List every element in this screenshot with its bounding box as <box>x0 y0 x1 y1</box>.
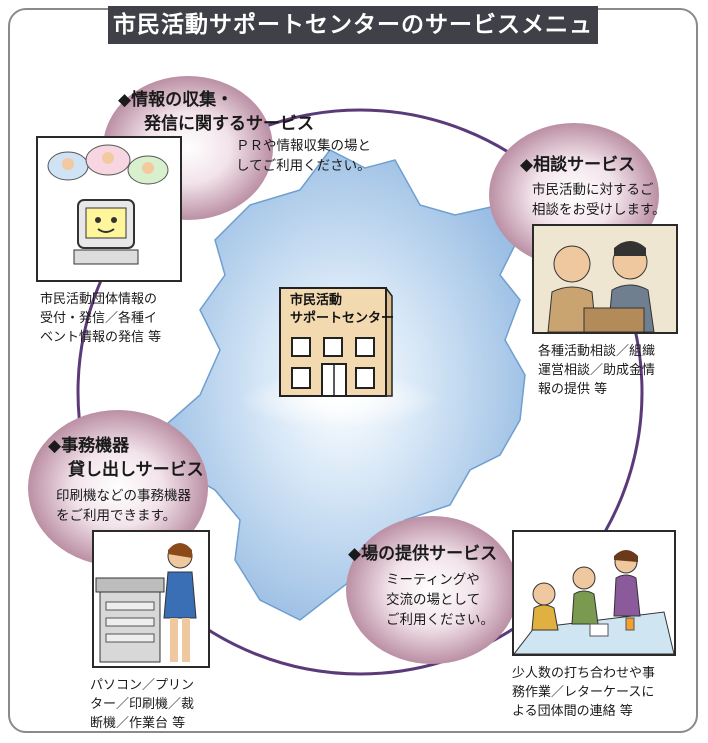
service-heading-info: ◆情報の収集・ 発信に関するサービス <box>118 88 314 136</box>
desc-line: 交流の場として <box>386 592 481 608</box>
desc-line: 相談をお受けします。 <box>532 202 666 218</box>
caption-line: 運営相談／助成金情 <box>538 363 656 378</box>
page-title: 市民活動サポートセンターのサービスメニュー <box>108 6 598 76</box>
meeting-people-icon <box>514 550 674 654</box>
desc-line: 市民活動に対するご <box>532 182 654 198</box>
illustration-equipment <box>92 530 210 668</box>
service-desc-consult: 市民活動に対するご 相談をお受けします。 <box>532 180 666 220</box>
caption-line: 報の提供 等 <box>538 382 608 397</box>
desc-line: 印刷機などの事務機器 <box>56 488 191 504</box>
desc-line: をご利用できます。 <box>56 508 177 524</box>
bubble-place <box>346 516 518 664</box>
heading-line: ◆場の提供サービス <box>348 544 498 564</box>
center-label-line: 市民活動 <box>290 293 343 308</box>
consultation-people-icon <box>534 226 676 332</box>
copier-staff-icon <box>95 543 197 663</box>
desc-line: ミーティングや <box>386 572 480 588</box>
service-heading-consult: ◆相談サービス <box>520 153 635 177</box>
heading-line: ◆事務機器 <box>48 436 130 456</box>
building-icon <box>279 287 393 397</box>
illustration-info <box>36 136 182 282</box>
illustration-place <box>512 530 676 656</box>
caption-line: よる団体間の連絡 等 <box>512 704 633 719</box>
service-heading-equipment: ◆事務機器 貸し出しサービス <box>48 434 204 482</box>
caption-line: 少人数の打ち合わせや事 <box>512 666 656 681</box>
service-caption-consult: 各種活動相談／組織 運営相談／助成金情 報の提供 等 <box>538 342 655 399</box>
heading-line: 貸し出しサービス <box>68 460 204 480</box>
service-caption-info: 市民活動団体情報の 受付・発信／各種イ ベント情報の発信 等 <box>40 290 161 347</box>
desc-line: ＰＲや情報収集の場と <box>236 138 371 154</box>
computer-people-icon <box>47 144 169 265</box>
service-desc-place: ミーティングや 交流の場として ご利用ください。 <box>386 570 494 630</box>
service-caption-equipment: パソコン／プリン ター／印刷機／裁 断機／作業台 等 <box>90 676 194 733</box>
service-ring <box>76 108 644 676</box>
heading-line: ◆相談サービス <box>520 155 636 175</box>
caption-line: パソコン／プリン <box>90 678 195 693</box>
desc-line: してご利用ください。 <box>236 158 371 174</box>
bubble-equipment <box>28 410 208 566</box>
heading-line: 発信に関するサービス <box>144 114 314 134</box>
heading-line: ◆情報の収集・ <box>118 90 234 110</box>
service-desc-equipment: 印刷機などの事務機器 をご利用できます。 <box>56 486 191 526</box>
caption-line: 受付・発信／各種イ <box>40 311 158 326</box>
caption-line: 務作業／レターケースに <box>512 685 655 700</box>
center-label: 市民活動 サポートセンター <box>290 292 395 328</box>
service-desc-info: ＰＲや情報収集の場と してご利用ください。 <box>236 136 371 176</box>
center-label-line: サポートセンター <box>290 311 395 326</box>
caption-line: 断機／作業台 等 <box>90 716 186 731</box>
caption-line: ベント情報の発信 等 <box>40 330 162 345</box>
illustration-consult <box>532 224 678 334</box>
desc-line: ご利用ください。 <box>386 612 494 628</box>
service-heading-place: ◆場の提供サービス <box>348 542 497 566</box>
caption-line: 市民活動団体情報の <box>40 292 158 307</box>
caption-line: ター／印刷機／裁 <box>90 697 195 712</box>
caption-line: 各種活動相談／組織 <box>538 344 656 359</box>
service-caption-place: 少人数の打ち合わせや事 務作業／レターケースに よる団体間の連絡 等 <box>512 664 655 721</box>
